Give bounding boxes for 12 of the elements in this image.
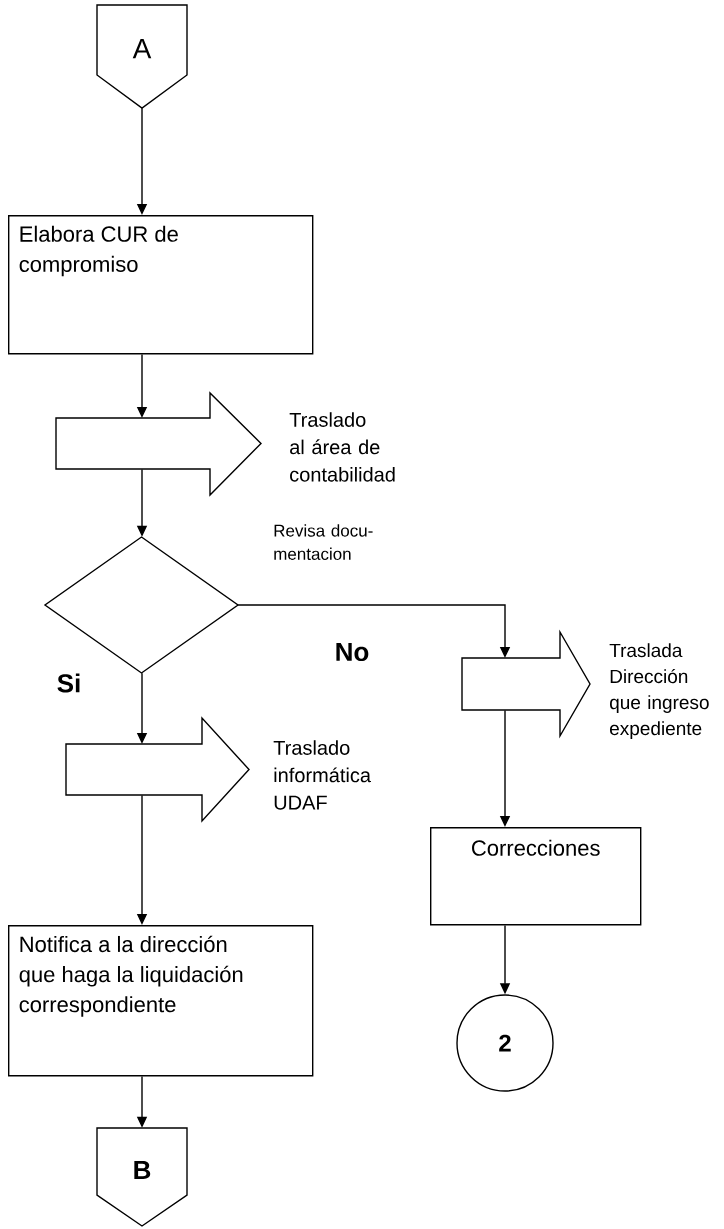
step-label: Revisa docu- mentacion <box>274 524 373 560</box>
process-box: Notifica a la dirección que haga la liquidación correspondiente <box>8 925 314 1077</box>
edge-label: No <box>332 640 372 664</box>
arrow <box>237 604 511 658</box>
process-box: Correcciones <box>430 827 642 926</box>
step-label: Traslado al área de contabilidad <box>289 412 395 482</box>
edge-label: Si <box>54 671 84 695</box>
process-box: Elabora CUR de compromiso <box>8 215 314 355</box>
step-label: Traslado informática UDAF <box>273 740 371 810</box>
off-page-connector: A <box>96 4 188 109</box>
step-label: Traslada Dirección que ingreso expediente <box>609 643 709 739</box>
off-page-connector: B <box>96 1127 188 1227</box>
